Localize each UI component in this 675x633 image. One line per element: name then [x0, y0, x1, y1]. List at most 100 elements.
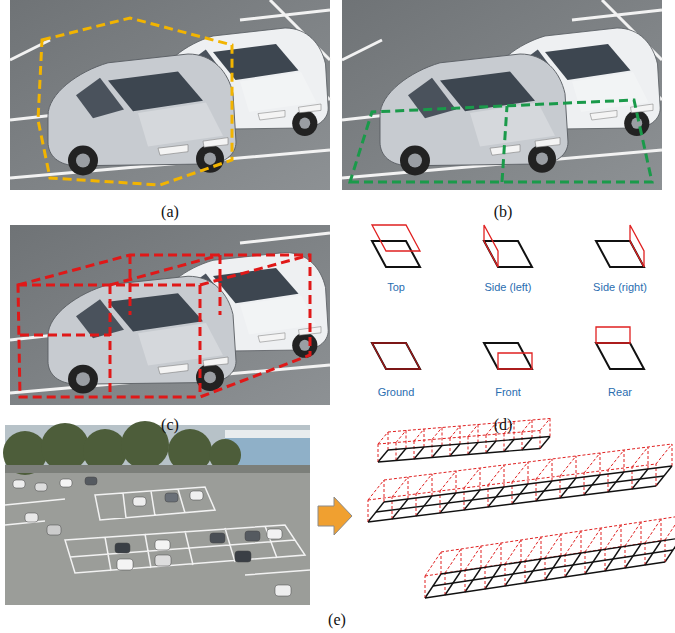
- box-line: [565, 531, 581, 555]
- box-line: [384, 444, 672, 480]
- box-post: [504, 434, 505, 452]
- box-post: [460, 426, 461, 444]
- box-line: [536, 459, 552, 479]
- box-post: [432, 474, 433, 496]
- box-post: [388, 432, 389, 450]
- box-post: [561, 534, 562, 556]
- grid-line: [425, 562, 665, 598]
- grid-line: [396, 449, 406, 461]
- box-post: [414, 441, 415, 459]
- box-line: [445, 549, 461, 573]
- box-post: [521, 540, 522, 562]
- box-post: [540, 431, 541, 449]
- box-post: [621, 525, 622, 547]
- box-line: [378, 431, 540, 445]
- box-line: [441, 516, 675, 552]
- box-post: [641, 522, 642, 544]
- box-post: [661, 519, 662, 541]
- photo-a: [10, 0, 330, 190]
- grid-line: [384, 466, 672, 502]
- ground-outline: [484, 343, 532, 369]
- grid-line: [540, 437, 550, 449]
- box-line: [488, 465, 504, 485]
- box-line: [585, 528, 601, 552]
- box-post: [441, 552, 442, 574]
- photo-b: [342, 0, 662, 190]
- box-line: [522, 420, 532, 432]
- grid-line: [504, 440, 514, 452]
- box-line: [665, 516, 675, 540]
- box-post: [541, 537, 542, 559]
- photo-e: [3, 421, 310, 605]
- panel-label: (a): [161, 203, 179, 221]
- box-post: [468, 437, 469, 455]
- box-line: [450, 426, 460, 438]
- grid-line: [450, 444, 460, 456]
- box-post: [406, 431, 407, 449]
- face-outline: [498, 353, 532, 369]
- box-line: [608, 450, 624, 470]
- box-line: [416, 474, 432, 494]
- box-post: [672, 444, 673, 466]
- face-outline: [630, 225, 644, 267]
- face-label: Front: [495, 386, 521, 398]
- box-post: [648, 447, 649, 469]
- box-post: [481, 546, 482, 568]
- box-line: [392, 477, 408, 497]
- box-line: [432, 428, 442, 440]
- grid-line: [432, 446, 442, 458]
- grid-line: [522, 438, 532, 450]
- box-line: [545, 534, 561, 558]
- box-line: [388, 419, 550, 433]
- box-post: [576, 456, 577, 478]
- box-post: [532, 420, 533, 438]
- face-outline: [596, 327, 630, 343]
- box-line: [625, 522, 641, 546]
- photo-c: [10, 225, 330, 405]
- box-line: [605, 525, 621, 549]
- box-line: [505, 540, 521, 564]
- box-post: [600, 453, 601, 475]
- box-line: [425, 552, 441, 576]
- grid-line: [486, 441, 496, 453]
- ground-outline: [596, 343, 644, 369]
- box-line: [525, 537, 541, 561]
- face-label: Side (right): [593, 281, 647, 293]
- box-post: [456, 471, 457, 493]
- box-post: [504, 465, 505, 487]
- box-post: [624, 450, 625, 472]
- box-post: [424, 429, 425, 447]
- box-line: [368, 480, 384, 500]
- grid-line: [368, 486, 656, 522]
- box-post: [514, 422, 515, 440]
- box-post: [501, 543, 502, 565]
- box-post: [368, 500, 369, 522]
- grid-line: [414, 447, 424, 459]
- box-post: [480, 468, 481, 490]
- box-line: [464, 468, 480, 488]
- box-post: [461, 549, 462, 571]
- box-post: [522, 432, 523, 450]
- face-label: Rear: [608, 386, 632, 398]
- box-post: [432, 440, 433, 458]
- box-post: [378, 444, 379, 462]
- box-line: [540, 419, 550, 431]
- box-post: [478, 425, 479, 443]
- box-post: [601, 528, 602, 550]
- panel-label: (c): [161, 416, 179, 434]
- box-post: [528, 462, 529, 484]
- box-line: [468, 425, 478, 437]
- face-label: Side (left): [484, 281, 531, 293]
- box-line: [414, 429, 424, 441]
- face-outline: [484, 225, 498, 267]
- box-post: [552, 459, 553, 481]
- box-post: [425, 576, 426, 598]
- panel-label: (d): [494, 416, 513, 434]
- grid-line: [441, 538, 675, 574]
- box-line: [440, 471, 456, 491]
- face-icons: [372, 225, 644, 369]
- box-line: [512, 462, 528, 482]
- grid-line: [468, 443, 478, 455]
- grid-line: [376, 476, 664, 512]
